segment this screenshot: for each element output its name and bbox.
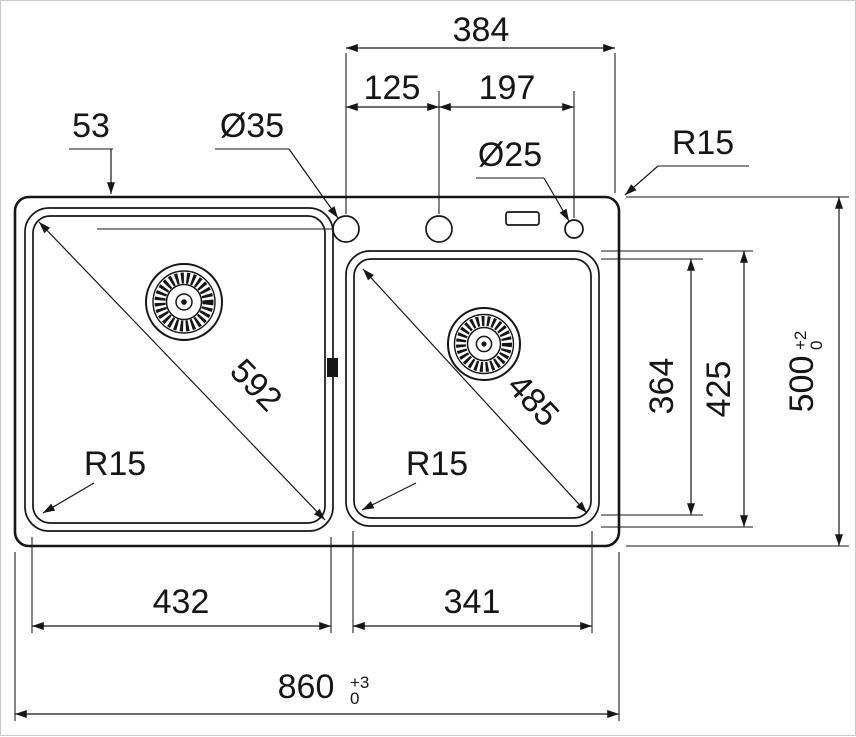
dim-left-bowl-diagonal: 592 <box>38 221 326 521</box>
label-left-bowl-radius: R15 <box>42 445 146 514</box>
dim-right-bowl-width: 341 <box>352 531 593 633</box>
dim-text-overall-depth-tol-upper: +2 <box>791 331 810 350</box>
tap-hole-middle <box>425 215 453 243</box>
bowl-divider-detail <box>327 358 338 377</box>
tap-hole-small <box>564 219 584 239</box>
dim-text-overall-width-tol-lower: 0 <box>350 689 359 708</box>
left-bowl <box>24 207 334 532</box>
dim-right-bowl-outer-depth: 425 <box>601 250 753 528</box>
right-bowl-drain <box>447 307 521 381</box>
dim-top-span: 384 <box>345 11 616 214</box>
dim-right-bowl-diagonal: 485 <box>362 268 588 514</box>
diagonal-dimension-line <box>38 221 326 521</box>
diagonal-dimension-line <box>362 268 588 514</box>
dim-tap-edge-offset: 53 <box>69 107 115 194</box>
label-right-bowl-radius: R15 <box>361 445 468 511</box>
dim-text-overall-depth: 500 <box>783 356 821 413</box>
label-accessory-hole-diameter: Ø25 <box>476 136 570 222</box>
right-bowl-outer-rim <box>345 250 600 527</box>
leader-line <box>288 148 339 219</box>
sink-outer-edge <box>13 195 621 548</box>
dim-text-right-bowl-inner-depth: 364 <box>643 358 681 415</box>
dim-text-left-bowl-diagonal: 592 <box>223 352 290 419</box>
dim-text-right-bowl-diagonal: 485 <box>500 367 566 434</box>
left-bowl-drain <box>145 263 223 341</box>
leader-line <box>361 482 417 511</box>
left-bowl-inner-rim <box>32 215 326 524</box>
dim-text-tap-pitch-right: 197 <box>479 69 536 107</box>
right-bowl <box>327 250 600 527</box>
dim-text-left-bowl-width: 432 <box>153 583 210 621</box>
dim-text-tap-hole-diameter: Ø35 <box>220 107 284 145</box>
label-tap-hole-diameter: Ø35 <box>215 107 339 219</box>
overflow-slot <box>505 211 540 226</box>
dim-text-accessory-hole-diameter: Ø25 <box>478 136 542 174</box>
drain-center-dot <box>181 299 187 305</box>
leader-line <box>543 177 570 222</box>
label-outer-corner-radius: R15 <box>624 124 749 196</box>
right-bowl-inner-rim <box>353 258 592 519</box>
dim-text-right-bowl-corner-radius: R15 <box>406 445 468 483</box>
dim-text-overall-width-tol-upper: +3 <box>350 673 369 692</box>
leader-line <box>624 165 659 196</box>
dim-left-bowl-width: 432 <box>31 537 332 633</box>
dim-right-bowl-inner-depth: 364 <box>601 258 703 516</box>
left-bowl-outer-rim <box>24 207 334 532</box>
tap-hole-large <box>332 215 360 243</box>
dim-text-left-bowl-corner-radius: R15 <box>84 445 146 483</box>
sink-outline <box>13 195 621 548</box>
dim-overall-width: 860 +3 0 <box>14 552 620 721</box>
dim-text-right-bowl-width: 341 <box>444 583 501 621</box>
drain-center-dot <box>481 341 487 347</box>
dim-tap-pitches: 125 197 <box>346 69 575 218</box>
dim-text-tap-edge-offset: 53 <box>72 107 110 145</box>
dim-text-right-bowl-outer-depth: 425 <box>700 361 738 418</box>
dim-overall-depth-label: 500 +2 0 <box>783 331 826 413</box>
dim-text-tap-pitch-left: 125 <box>364 69 421 107</box>
dim-text-top-span: 384 <box>453 11 510 49</box>
dim-text-outer-corner-radius: R15 <box>672 124 734 162</box>
dim-text-overall-width: 860 <box>278 668 335 706</box>
dim-text-overall-depth-tol-lower: 0 <box>807 341 826 350</box>
dim-overall-depth: 500 +2 0 <box>626 196 849 547</box>
leader-line <box>42 482 95 514</box>
